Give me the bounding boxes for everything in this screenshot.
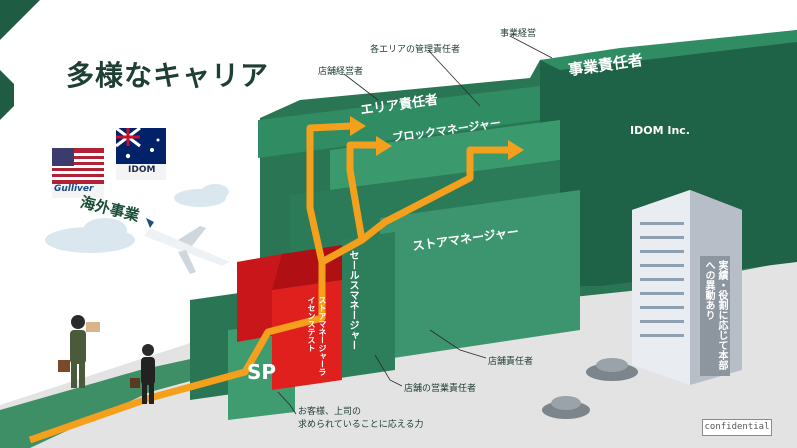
corner-decoration — [0, 70, 14, 120]
cloud-icon — [45, 218, 135, 253]
store-manager-step — [380, 190, 580, 360]
company-label: IDOM Inc. — [630, 124, 690, 137]
block-manager-step — [330, 120, 560, 192]
arrow-head-icon — [350, 116, 366, 136]
executive-top — [540, 30, 797, 70]
sp-label: SP — [247, 360, 277, 384]
confidential-badge: confidential — [702, 419, 772, 436]
au-flag-icon — [115, 126, 166, 180]
business-management-note: 事業経営 — [500, 29, 537, 39]
career-path-branch — [306, 122, 353, 263]
businessman-icon — [58, 315, 100, 388]
sales-manager-label: セールスマネージャー — [347, 250, 358, 350]
sales-manager-step — [340, 232, 395, 378]
corner-decoration — [0, 0, 40, 40]
arrow-head-icon — [508, 140, 524, 160]
hq-transfer-note: 実績・役割に応じて本部への異動あり — [700, 256, 730, 376]
airplane-icon — [144, 218, 230, 274]
store-sales-owner-note: 店舗の営業責任者 — [404, 384, 477, 394]
store-owner-note: 店舗責任者 — [488, 357, 534, 367]
area-management-note: 各エリアの管理責任者 — [370, 45, 461, 55]
career-path-branch — [346, 141, 378, 241]
license-test-label: ストアマネージャーライセンステスト — [307, 296, 327, 376]
arrow-head-icon — [376, 136, 392, 156]
area-manager-step — [258, 86, 540, 158]
idom-logo: IDOM — [128, 165, 156, 175]
car-icon — [542, 396, 590, 419]
customer-ability-note: お客様、上司の 求められていることに応える力 — [298, 407, 424, 430]
building-windows — [640, 222, 684, 337]
car-icon — [586, 358, 638, 381]
office-building-front — [632, 190, 690, 385]
cloud-icon — [174, 184, 229, 207]
gulliver-logo: Gulliver — [54, 184, 94, 194]
page-title: 多様なキャリア — [66, 59, 270, 92]
license-step-back — [237, 254, 282, 342]
businesswoman-icon — [130, 344, 155, 404]
annotation-leaders — [277, 35, 553, 415]
store-operator-note: 店舗経営者 — [318, 67, 364, 77]
us-flag-icon — [52, 148, 104, 198]
